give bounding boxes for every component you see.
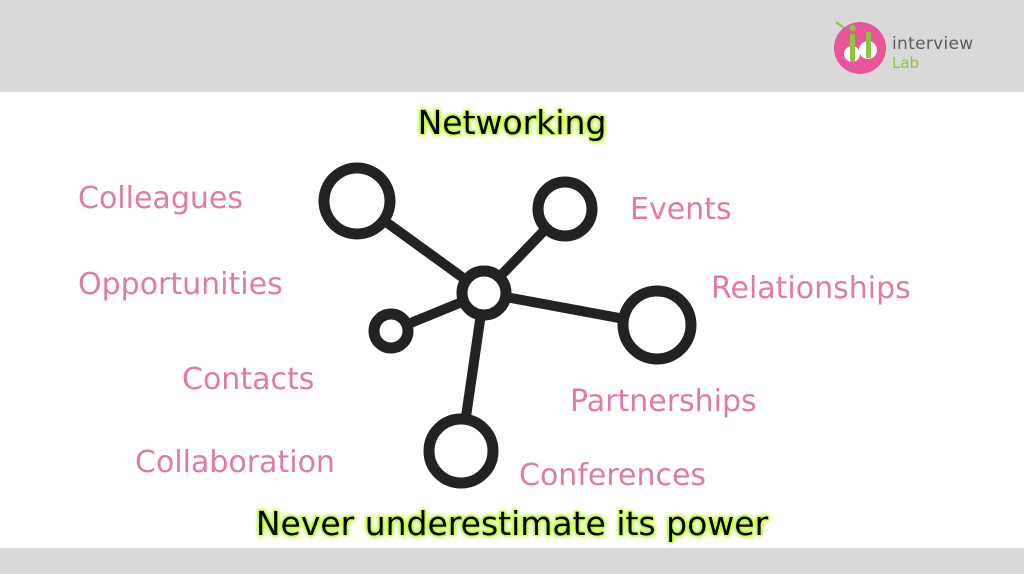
node-bottom xyxy=(423,413,499,489)
word-events: Events xyxy=(630,192,732,227)
logo-mark-icon xyxy=(834,21,886,74)
word-partnerships: Partnerships xyxy=(570,384,757,419)
interview-lab-logo: interview Lab xyxy=(830,14,1000,78)
word-relationships: Relationships xyxy=(711,271,911,306)
word-collaboration: Collaboration xyxy=(135,445,335,480)
logo-text: interview xyxy=(892,34,974,54)
tagline: Never underestimate its power xyxy=(255,504,769,543)
word-conferences: Conferences xyxy=(519,458,707,493)
node-hub xyxy=(456,265,512,321)
page-title: Networking xyxy=(417,103,607,142)
logo-subtext: Lab xyxy=(892,54,920,72)
node-top-left xyxy=(318,162,396,240)
word-opportunities: Opportunities xyxy=(78,267,283,302)
node-top-right xyxy=(532,176,598,242)
word-colleagues: Colleagues xyxy=(78,181,243,216)
node-left xyxy=(368,308,414,354)
node-right xyxy=(617,285,697,365)
footer-band xyxy=(0,548,1024,574)
word-contacts: Contacts xyxy=(182,362,315,397)
